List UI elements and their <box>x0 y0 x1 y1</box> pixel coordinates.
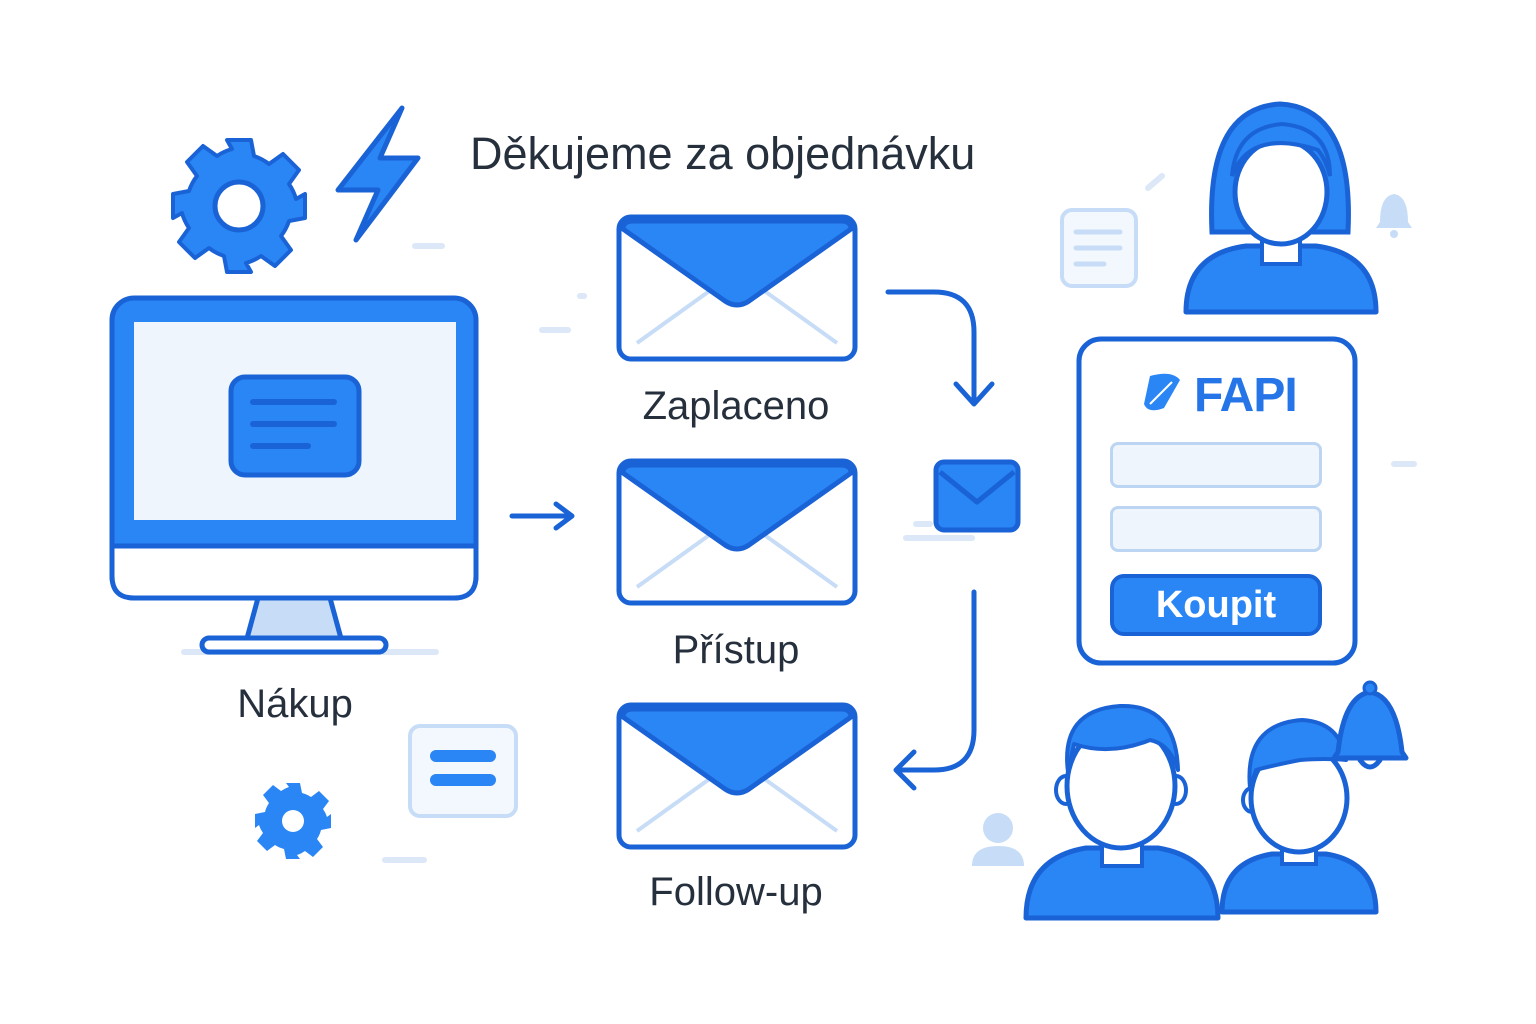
list-card-icon <box>408 724 518 818</box>
source-label: Nákup <box>237 682 353 726</box>
gear-icon <box>171 138 307 274</box>
checkout-input-2[interactable] <box>1110 506 1322 552</box>
brand-name: FAPI <box>1194 369 1298 422</box>
bell-notification-icon <box>1331 680 1409 770</box>
email-label-pristup: Přístup <box>672 628 800 672</box>
lightning-bolt-icon <box>335 105 421 243</box>
envelope-followup-icon <box>616 702 858 850</box>
email-label-zaplaceno: Zaplaceno <box>642 384 830 428</box>
envelope-pristup-icon <box>616 458 858 606</box>
woman-avatar-icon <box>1183 101 1379 315</box>
small-envelope-icon <box>933 459 1021 533</box>
checkout-input-1[interactable] <box>1110 442 1322 488</box>
envelope-zaplaceno-icon <box>616 214 858 362</box>
email-label-followup: Follow-up <box>649 870 823 914</box>
arrow-curve-left-icon <box>893 589 977 791</box>
fapi-logo-icon <box>1144 373 1180 411</box>
bell-faint-icon <box>1376 194 1412 238</box>
computer-monitor-icon <box>109 295 479 655</box>
document-card-icon <box>228 374 362 478</box>
man-avatar-icon <box>1023 703 1221 921</box>
arrow-curve-down-icon <box>885 289 995 407</box>
person-avatar-icon <box>1219 718 1379 915</box>
buy-button[interactable]: Koupit <box>1110 574 1322 636</box>
diagram-title: Děkujeme za objednávku <box>470 128 976 179</box>
note-card-icon <box>1060 208 1138 288</box>
person-faint-icon <box>972 813 1024 866</box>
arrow-right-icon <box>509 501 575 531</box>
small-gear-icon <box>255 783 331 859</box>
